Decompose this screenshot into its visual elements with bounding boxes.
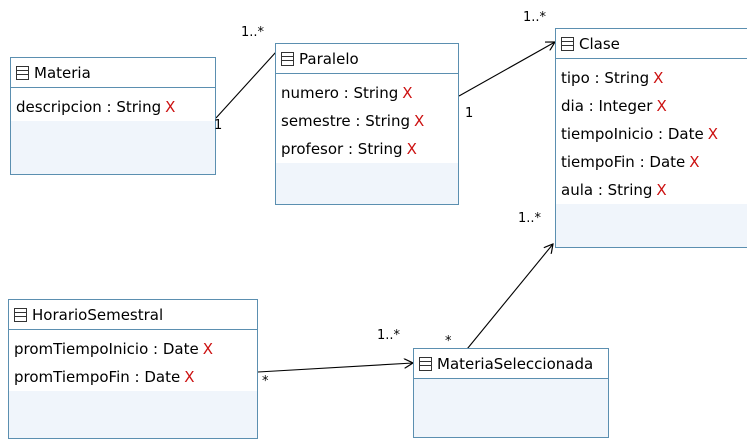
class-header: Paralelo — [276, 44, 458, 74]
association-lines — [215, 0, 747, 373]
multiplicity-label: * — [445, 334, 452, 349]
attribute-text: promTiempoInicio : Date — [14, 340, 199, 358]
multiplicity-label: 1..* — [241, 25, 265, 40]
attribute-text: tiempoInicio : Date — [561, 125, 704, 143]
class-header: MateriaSeleccionada — [414, 349, 608, 379]
class-name: Clase — [579, 34, 620, 53]
assoc-paralelo-clase[interactable] — [458, 42, 555, 97]
class-name: MateriaSeleccionada — [437, 354, 594, 373]
multiplicity-label: 1..* — [377, 328, 401, 343]
multiplicity-label: 1 — [214, 118, 223, 133]
multiplicity-label: 1 — [465, 106, 474, 121]
class-name: HorarioSemestral — [32, 305, 164, 324]
assoc-materia-paralelo[interactable] — [215, 51, 277, 119]
delete-attribute-icon[interactable]: X — [707, 125, 719, 143]
class-materia-seleccionada[interactable]: MateriaSeleccionada — [413, 348, 609, 438]
class-icon — [14, 307, 27, 322]
delete-attribute-icon[interactable]: X — [689, 153, 700, 171]
class-name: Materia — [34, 63, 91, 82]
class-icon — [16, 65, 29, 80]
multiplicity-label: 1..* — [518, 211, 542, 226]
delete-attribute-icon[interactable]: X — [656, 97, 667, 115]
attribute-text: numero : String — [281, 84, 399, 102]
attribute-text: aula : String — [561, 181, 653, 199]
delete-attribute-icon[interactable]: X — [184, 368, 195, 386]
class-icon — [419, 356, 432, 371]
class-name: Paralelo — [299, 49, 359, 68]
multiplicity-label: * — [262, 374, 269, 389]
attribute-text: profesor : String — [281, 140, 403, 158]
attribute-text: promTiempoFin : Date — [14, 368, 181, 386]
attribute-text: dia : Integer — [561, 97, 653, 115]
attribute-text: tipo : String — [561, 69, 650, 87]
delete-attribute-icon[interactable]: X — [202, 340, 213, 358]
assoc-msel-clase[interactable] — [462, 244, 553, 355]
attribute-text: descripcion : String — [16, 98, 162, 116]
class-header: Materia — [11, 58, 215, 88]
class-horario-semestral[interactable]: HorarioSemestral promTiempoInicio : Date… — [8, 299, 258, 439]
class-header: HorarioSemestral — [9, 300, 257, 330]
attribute-text: semestre : String — [281, 112, 411, 130]
delete-attribute-icon[interactable]: X — [402, 84, 413, 102]
assoc-horario-msel[interactable] — [257, 363, 413, 373]
delete-attribute-icon[interactable]: X — [656, 181, 667, 199]
delete-attribute-icon[interactable]: X — [165, 98, 176, 116]
class-header: Clase — [556, 29, 747, 59]
delete-attribute-icon[interactable]: X — [406, 140, 417, 158]
multiplicity-label: 1..* — [523, 10, 547, 25]
class-icon — [561, 36, 574, 51]
attribute-text: tiempoFin : Date — [561, 153, 686, 171]
delete-attribute-icon[interactable]: X — [653, 69, 664, 87]
class-icon — [281, 51, 294, 66]
delete-attribute-icon[interactable]: X — [414, 112, 425, 130]
